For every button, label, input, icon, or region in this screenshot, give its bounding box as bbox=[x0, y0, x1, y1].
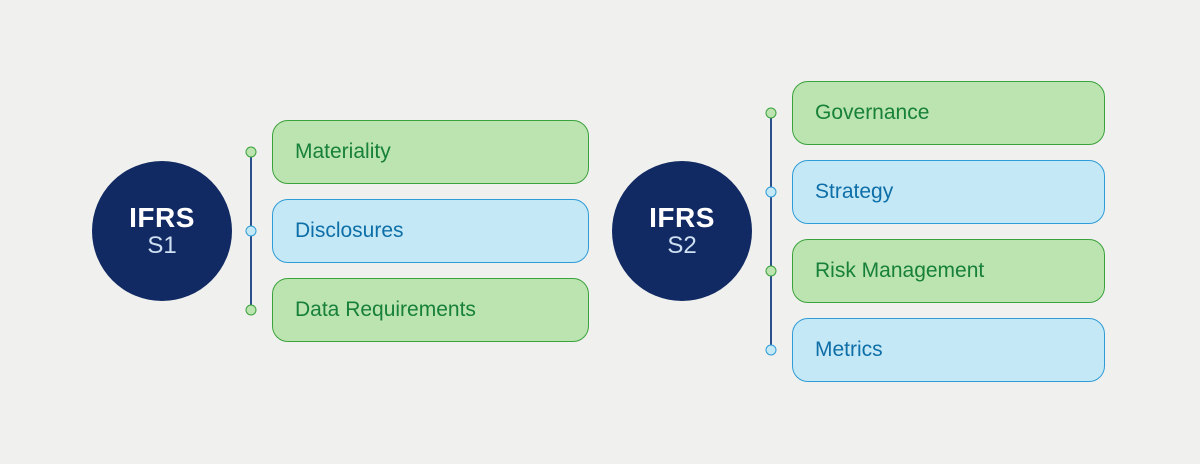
topic-box-label: Materiality bbox=[295, 140, 391, 163]
topic-box-label: Metrics bbox=[815, 338, 883, 361]
topic-box-label: Disclosures bbox=[295, 219, 404, 242]
ifrs-s2-node-dot bbox=[765, 107, 777, 119]
topic-box-metrics: Metrics bbox=[792, 318, 1105, 382]
ifrs-s2-circle: IFRS S2 bbox=[612, 161, 752, 301]
ifrs-s1-node-dot bbox=[245, 225, 257, 237]
topic-box-label: Governance bbox=[815, 101, 930, 124]
ifrs-s2-title: IFRS bbox=[649, 201, 715, 233]
topic-box-strategy: Strategy bbox=[792, 160, 1105, 224]
ifrs-s2-node-dot bbox=[765, 344, 777, 356]
ifrs-s2-connector-line bbox=[770, 113, 772, 350]
topic-box-risk-management: Risk Management bbox=[792, 239, 1105, 303]
topic-box-label: Risk Management bbox=[815, 259, 985, 282]
topic-box-materiality: Materiality bbox=[272, 120, 589, 184]
ifrs-s1-node-dot bbox=[245, 304, 257, 316]
ifrs-s1-title: IFRS bbox=[129, 201, 195, 233]
topic-box-governance: Governance bbox=[792, 81, 1105, 145]
ifrs-s1-node-dot bbox=[245, 146, 257, 158]
topic-box-data-requirements: Data Requirements bbox=[272, 278, 589, 342]
ifrs-s2-node-dot bbox=[765, 186, 777, 198]
ifrs-s2-node-dot bbox=[765, 265, 777, 277]
topic-box-label: Data Requirements bbox=[295, 298, 476, 321]
ifrs-s1-subtitle: S1 bbox=[147, 231, 177, 259]
topic-box-disclosures: Disclosures bbox=[272, 199, 589, 263]
topic-box-label: Strategy bbox=[815, 180, 894, 203]
ifrs-s1-circle: IFRS S1 bbox=[92, 161, 232, 301]
ifrs-s2-subtitle: S2 bbox=[667, 231, 697, 259]
